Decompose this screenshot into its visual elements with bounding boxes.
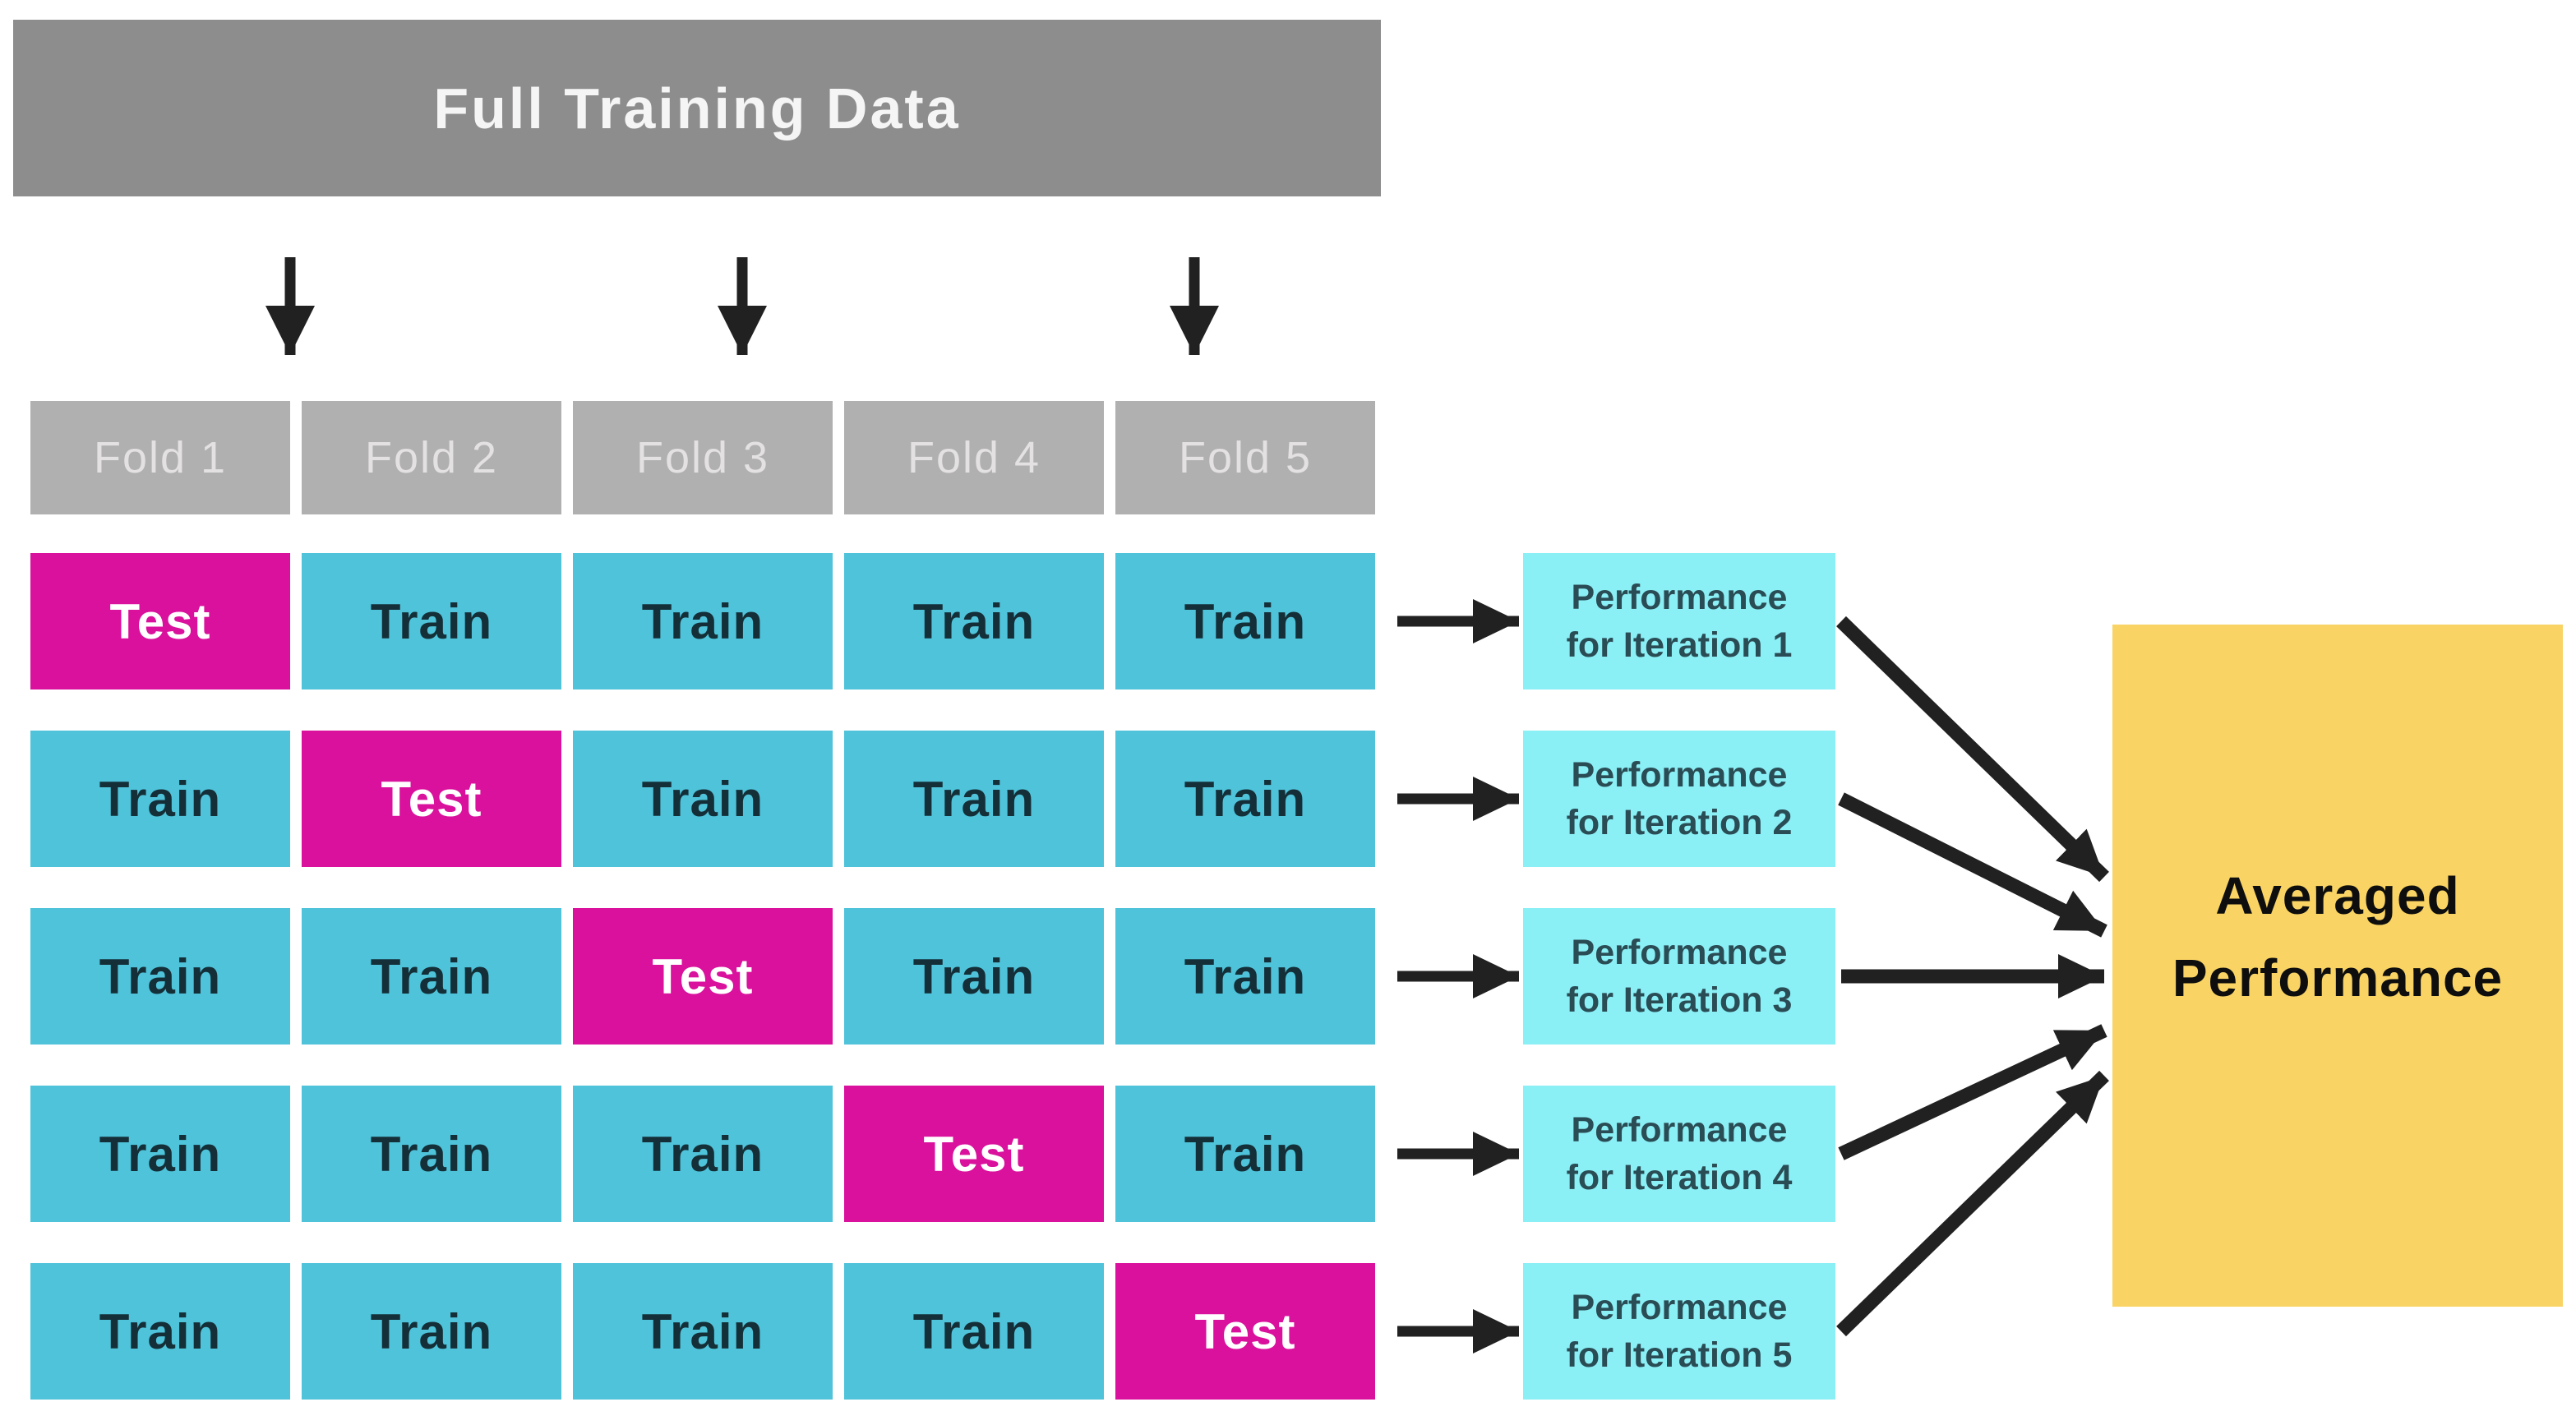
cell-r3c5-train: Train: [1115, 908, 1375, 1045]
cell-r5c1-train: Train: [30, 1263, 290, 1400]
cell-r5c3-train: Train: [573, 1263, 833, 1400]
cell-r4c2-train: Train: [302, 1086, 561, 1222]
cell-r1c1-test: Test: [30, 553, 290, 689]
performance-box-2-line2: for Iteration 2: [1566, 803, 1793, 842]
performance-box-1-line1: Performance: [1571, 578, 1788, 617]
cell-r3c2-train: Train: [302, 908, 561, 1045]
performance-box-2-line1: Performance: [1571, 755, 1788, 795]
averaged-performance-line2: Performance: [2172, 948, 2504, 1008]
cell-r2c3-train: Train: [573, 731, 833, 867]
cell-r4c5-train: Train: [1115, 1086, 1375, 1222]
converge-arrow-5: [1836, 1070, 2109, 1337]
performance-box-4: Performance for Iteration 4: [1523, 1086, 1835, 1222]
fold-1-header: Fold 1: [30, 401, 290, 514]
performance-box-4-line2: for Iteration 4: [1566, 1158, 1793, 1197]
cell-r4c3-train: Train: [573, 1086, 833, 1222]
performance-box-2: Performance for Iteration 2: [1523, 731, 1835, 867]
averaged-performance-box: Averaged Performance: [2112, 625, 2563, 1307]
cell-r2c2-test: Test: [302, 731, 561, 867]
cell-r1c2-train: Train: [302, 553, 561, 689]
performance-box-4-line1: Performance: [1571, 1110, 1788, 1150]
converge-arrow-4: [1838, 1024, 2107, 1160]
performance-box-1-line2: for Iteration 1: [1566, 625, 1793, 665]
cell-r2c1-train: Train: [30, 731, 290, 867]
fold-5-header: Fold 5: [1115, 401, 1375, 514]
cell-r5c2-train: Train: [302, 1263, 561, 1400]
fold-3-header: Fold 3: [573, 401, 833, 514]
cell-r5c5-test: Test: [1115, 1263, 1375, 1400]
cell-r2c4-train: Train: [844, 731, 1104, 867]
performance-box-3-line2: for Iteration 3: [1566, 980, 1793, 1020]
cell-r4c4-test: Test: [844, 1086, 1104, 1222]
cell-r3c1-train: Train: [30, 908, 290, 1045]
cell-r1c5-train: Train: [1115, 553, 1375, 689]
performance-box-5-line1: Performance: [1571, 1288, 1788, 1327]
cell-r1c4-train: Train: [844, 553, 1104, 689]
fold-4-header: Fold 4: [844, 401, 1104, 514]
cell-r3c3-test: Test: [573, 908, 833, 1045]
cell-r3c4-train: Train: [844, 908, 1104, 1045]
cell-r2c5-train: Train: [1115, 731, 1375, 867]
performance-box-3-line1: Performance: [1571, 933, 1788, 972]
cell-r1c3-train: Train: [573, 553, 833, 689]
cell-r4c1-train: Train: [30, 1086, 290, 1222]
converge-arrow-2: [1838, 792, 2107, 938]
averaged-performance-line1: Averaged: [2215, 866, 2460, 925]
performance-box-3: Performance for Iteration 3: [1523, 908, 1835, 1045]
performance-box-5-line2: for Iteration 5: [1566, 1335, 1793, 1375]
converge-arrow-1: [1836, 616, 2109, 883]
fold-2-header: Fold 2: [302, 401, 561, 514]
performance-box-1: Performance for Iteration 1: [1523, 553, 1835, 689]
performance-box-5: Performance for Iteration 5: [1523, 1263, 1835, 1400]
cell-r5c4-train: Train: [844, 1263, 1104, 1400]
full-training-data-box: Full Training Data: [13, 20, 1381, 196]
